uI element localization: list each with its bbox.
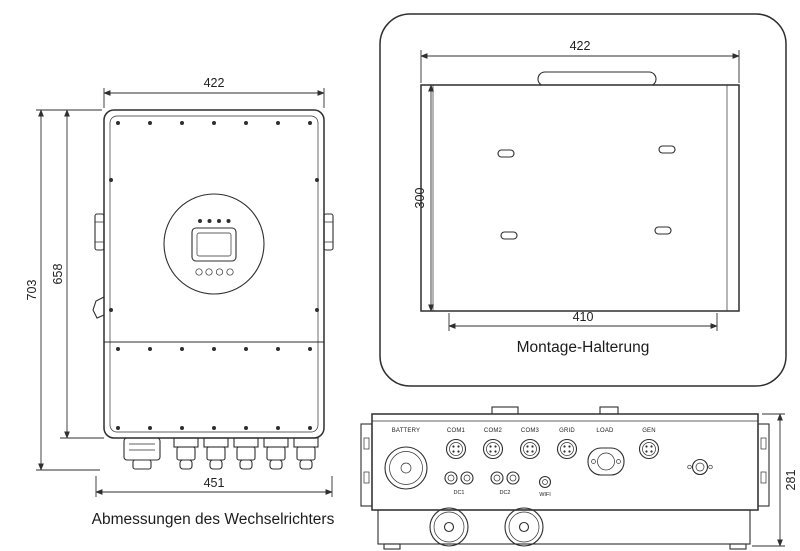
pv-dc-connectors: DC1 DC2 <box>444 471 520 496</box>
display-panel <box>163 193 265 295</box>
front-dim-height-body-label: 658 <box>51 264 65 285</box>
foot <box>383 543 401 550</box>
com3-label: COM3 <box>521 428 540 434</box>
cable-gland <box>173 437 199 470</box>
mounting-slots <box>497 145 676 240</box>
front-view: 422 703 658 451 <box>25 76 335 528</box>
load-connector <box>587 447 625 476</box>
bottom-dim-depth: 281 <box>752 413 798 547</box>
bracket-dim-height-label: 300 <box>413 188 427 209</box>
side-latch <box>92 296 105 319</box>
side-mount-ears <box>94 213 334 251</box>
front-dim-height-total: 703 <box>25 109 102 471</box>
battery-label: BATTERY <box>392 428 421 434</box>
right-ear <box>323 213 334 251</box>
bottom-view: BATTERY COM1 COM2 COM3 GRID LOAD GEN <box>360 406 798 550</box>
front-dim-width-bottom: 451 <box>95 476 333 497</box>
front-dim-width-top-label: 422 <box>204 76 225 90</box>
extension-lines <box>36 109 102 471</box>
front-dim-height-total-label: 703 <box>25 280 39 301</box>
bracket-view-caption: Montage-Halterung <box>517 339 650 356</box>
inverter-body <box>103 109 325 439</box>
bracket-view: 422 300 410 Montage-Halterung <box>379 13 787 387</box>
cable-gland <box>293 437 319 470</box>
front-dim-width-bottom-label: 451 <box>204 476 225 490</box>
bracket-plate <box>420 71 740 312</box>
bracket-dim-height: 300 <box>413 84 434 312</box>
com3-connector <box>519 438 541 460</box>
com2-connector <box>482 438 504 460</box>
lcd-screen-frame <box>191 227 237 262</box>
heatsink-fins <box>377 509 751 545</box>
cable-gland <box>263 437 289 470</box>
body-inner-outline <box>109 115 319 433</box>
led-indicators <box>198 219 231 223</box>
body-outline <box>103 109 325 439</box>
fan-left <box>429 507 469 547</box>
plate-outline <box>420 84 740 312</box>
gen-label: GEN <box>642 428 656 434</box>
grid-label: GRID <box>559 428 575 434</box>
cable-gland <box>203 437 229 470</box>
vent-valve <box>123 437 161 470</box>
com2-label: COM2 <box>484 428 503 434</box>
battery-connector <box>384 446 428 490</box>
left-ear <box>94 213 105 251</box>
display-ring <box>163 193 265 295</box>
bracket-dim-width-top: 422 <box>420 39 740 83</box>
left-ear-detail <box>95 221 104 243</box>
side-ears-edge <box>360 423 770 507</box>
bracket-dim-width-bottom-label: 410 <box>573 310 594 324</box>
load-label: LOAD <box>596 428 614 434</box>
panel-buttons <box>195 268 234 276</box>
foot <box>729 543 747 550</box>
front-dim-height-body: 658 <box>51 109 104 439</box>
dc2-label: DC2 <box>499 490 510 496</box>
wifi-connector: WIFI <box>538 475 551 498</box>
fan-right <box>504 507 544 547</box>
dc1-label: DC1 <box>453 490 464 496</box>
cable-gland <box>233 437 259 470</box>
bottom-dim-depth-label: 281 <box>784 470 798 491</box>
right-ear-detail <box>324 221 333 243</box>
lcd-screen <box>196 232 232 257</box>
bracket-dim-width-top-label: 422 <box>570 39 591 53</box>
grid-connector <box>556 438 578 460</box>
gen-connector <box>638 438 660 460</box>
front-dim-width-top: 422 <box>103 76 325 108</box>
aux-connector <box>687 458 713 476</box>
com1-connector <box>445 438 467 460</box>
front-view-caption: Abmessungen des Wechselrichters <box>92 511 335 528</box>
bottom-cable-glands <box>123 437 319 470</box>
com1-label: COM1 <box>447 428 466 434</box>
extension-lines <box>103 88 325 108</box>
heatsink <box>377 507 751 550</box>
wifi-label: WIFI <box>539 492 551 498</box>
screw-dots <box>109 121 319 430</box>
bracket-dim-width-bottom: 410 <box>448 310 718 331</box>
